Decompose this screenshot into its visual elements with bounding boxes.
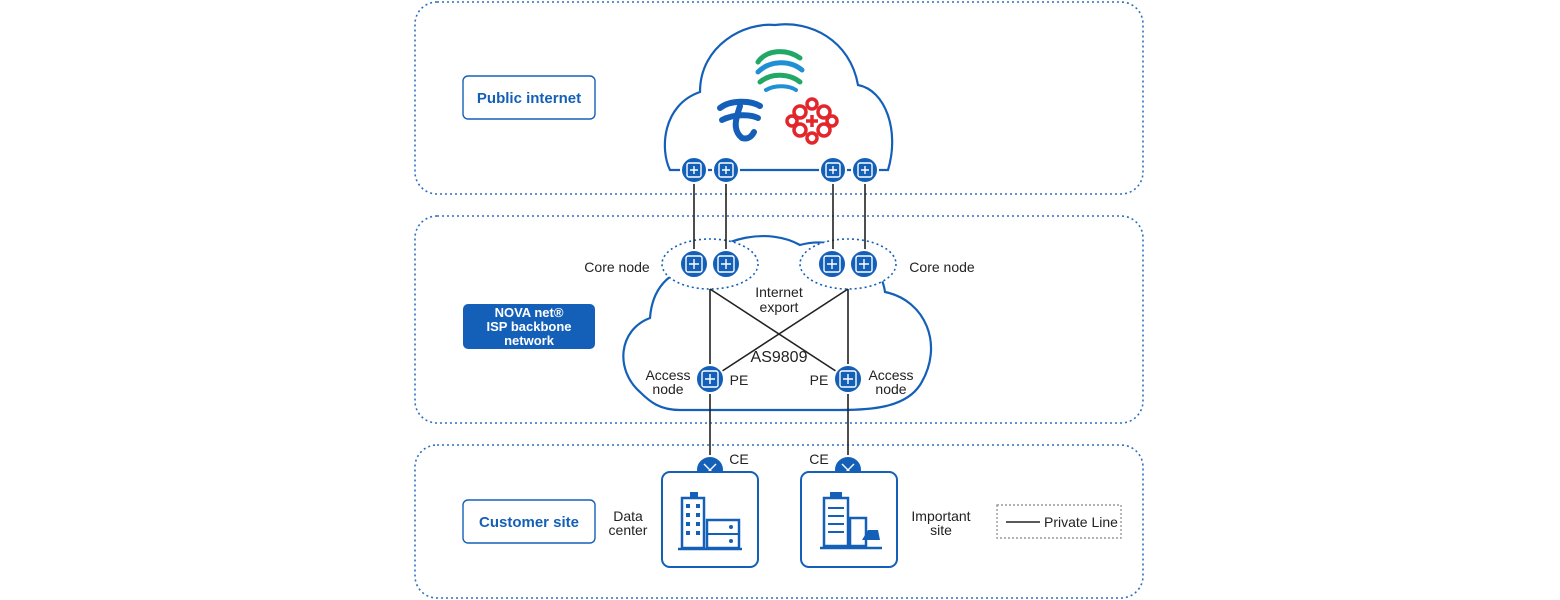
access-node-right-label: node (875, 381, 906, 397)
important-site-label: Important (911, 508, 970, 524)
svg-text:Public internet: Public internet (477, 90, 581, 107)
backbone-zone (414, 215, 1144, 424)
svg-text:network: network (504, 333, 555, 348)
core-node-right-label: Core node (909, 259, 975, 275)
internet-cloud (663, 23, 894, 172)
access-node-left-label: Access (645, 367, 690, 383)
china-mobile-logo-icon (755, 49, 805, 92)
svg-text:Customer site: Customer site (479, 514, 579, 531)
backbone-label: NOVA net® ISP backbone network (463, 304, 595, 349)
access-node-right-label: Access (868, 367, 913, 383)
as-number-label: AS9809 (751, 349, 808, 366)
pe-left-label: PE (730, 372, 749, 388)
router-glyphs (685, 162, 873, 477)
pe-right-label: PE (810, 372, 829, 388)
important-site-building-icon (820, 492, 882, 550)
data-center-label: Data (613, 508, 643, 524)
core-node-left-group (661, 238, 759, 290)
svg-text:NOVA net®: NOVA net® (495, 305, 564, 320)
core-node-left-label: Core node (584, 259, 650, 275)
internet-export-label: export (760, 299, 799, 315)
legend: Private Line (996, 504, 1122, 539)
data-center-label: center (609, 522, 648, 538)
access-node-left-label: node (652, 381, 683, 397)
ce-left-label: CE (729, 451, 748, 467)
customer-site-zone (414, 444, 1144, 599)
core-node-right-group (799, 238, 897, 290)
public-internet-zone (414, 1, 1144, 195)
data-center-building-icon (678, 492, 742, 551)
china-telecom-logo-icon (717, 98, 763, 142)
internet-export-label: Internet (755, 284, 803, 300)
private-line-legend-label: Private Line (1044, 514, 1118, 530)
svg-text:ISP backbone: ISP backbone (486, 319, 571, 334)
china-unicom-logo-icon (785, 97, 839, 145)
ce-right-label: CE (809, 451, 828, 467)
public-internet-label: Public internet (462, 75, 596, 120)
important-site-label: site (930, 522, 952, 538)
customer-site-label: Customer site (462, 499, 596, 544)
